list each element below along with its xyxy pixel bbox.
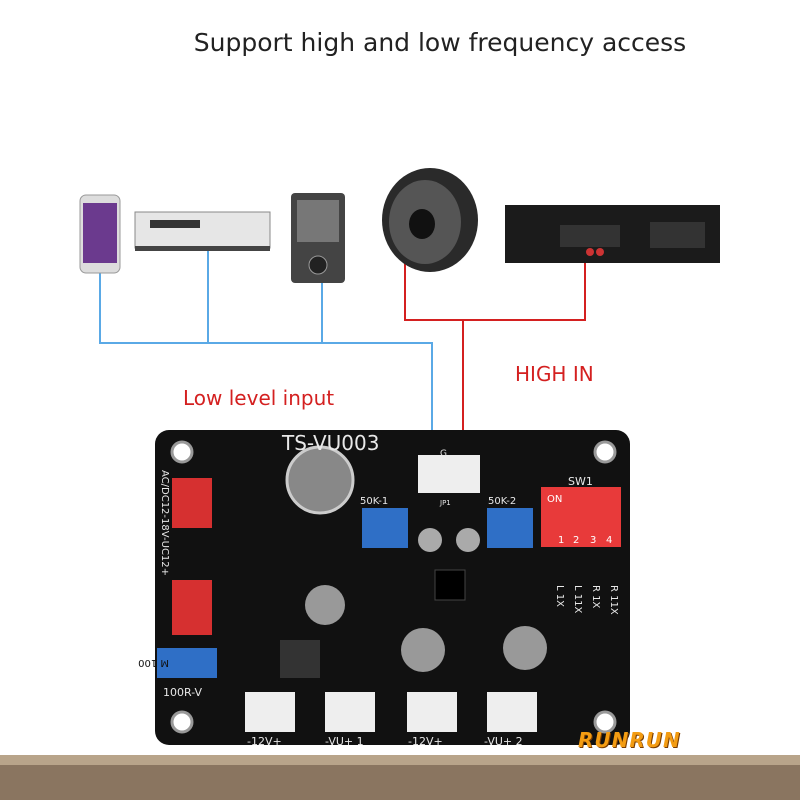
low-level-wires bbox=[99, 245, 433, 455]
title: Support high and low frequency access bbox=[193, 28, 687, 57]
dip-switch[interactable] bbox=[541, 487, 621, 547]
svg-text:1: 1 bbox=[558, 535, 564, 546]
connector-jp3 bbox=[407, 692, 457, 732]
board-model: TS-VU003 bbox=[281, 431, 379, 455]
amplifier-icon bbox=[505, 205, 720, 263]
connector-jp5 bbox=[487, 692, 537, 732]
high-in-label: HIGH IN bbox=[515, 362, 594, 386]
input-connector bbox=[418, 455, 480, 493]
svg-text:-12V+: -12V+ bbox=[408, 735, 443, 748]
connector-jp4 bbox=[325, 692, 375, 732]
svg-text:50K-2: 50K-2 bbox=[488, 496, 516, 507]
svg-text:SW1: SW1 bbox=[568, 475, 593, 488]
svg-text:2: 2 bbox=[573, 535, 579, 546]
trim-pot bbox=[157, 648, 217, 678]
connector-jp2 bbox=[245, 692, 295, 732]
runrun-logo: RUNRUN bbox=[578, 728, 681, 752]
svg-text:4: 4 bbox=[606, 535, 612, 546]
power-connector bbox=[172, 478, 212, 528]
svg-text:AC/DC12-18V-UC12+: AC/DC12-18V-UC12+ bbox=[159, 470, 170, 576]
svg-text:G: G bbox=[440, 449, 447, 459]
svg-text:-VU+ 1: -VU+ 1 bbox=[325, 735, 364, 748]
svg-text:M 100: M 100 bbox=[138, 657, 169, 668]
pcb-board: TS-VU003 G JP1 SW1 ON 1 2 3 4 50K-1 50K-… bbox=[138, 430, 630, 748]
wood-base bbox=[0, 760, 800, 800]
pot-2 bbox=[487, 508, 533, 548]
svg-text:-12V+: -12V+ bbox=[247, 735, 282, 748]
low-level-input-label: Low level input bbox=[183, 386, 335, 410]
svg-text:L 1X: L 1X bbox=[554, 585, 565, 607]
svg-text:R 1X: R 1X bbox=[590, 585, 601, 608]
svg-text:100R-V: 100R-V bbox=[163, 686, 203, 699]
svg-text:R 11X: R 11X bbox=[608, 585, 619, 615]
power-connector-2 bbox=[172, 580, 212, 635]
svg-text:3: 3 bbox=[590, 535, 596, 546]
pot-1 bbox=[362, 508, 408, 548]
smartphone-icon bbox=[79, 194, 121, 274]
ic-chip bbox=[434, 569, 466, 601]
cd-player-icon bbox=[134, 211, 271, 251]
speaker-icon bbox=[382, 168, 478, 272]
svg-text:50K-1: 50K-1 bbox=[360, 496, 388, 507]
capacitor bbox=[285, 445, 355, 515]
svg-text:-VU+ 2: -VU+ 2 bbox=[484, 735, 523, 748]
svg-text:L 11X: L 11X bbox=[572, 585, 583, 613]
svg-text:ON: ON bbox=[547, 494, 562, 505]
music-player-icon bbox=[291, 193, 345, 283]
svg-text:JP1: JP1 bbox=[439, 499, 451, 507]
